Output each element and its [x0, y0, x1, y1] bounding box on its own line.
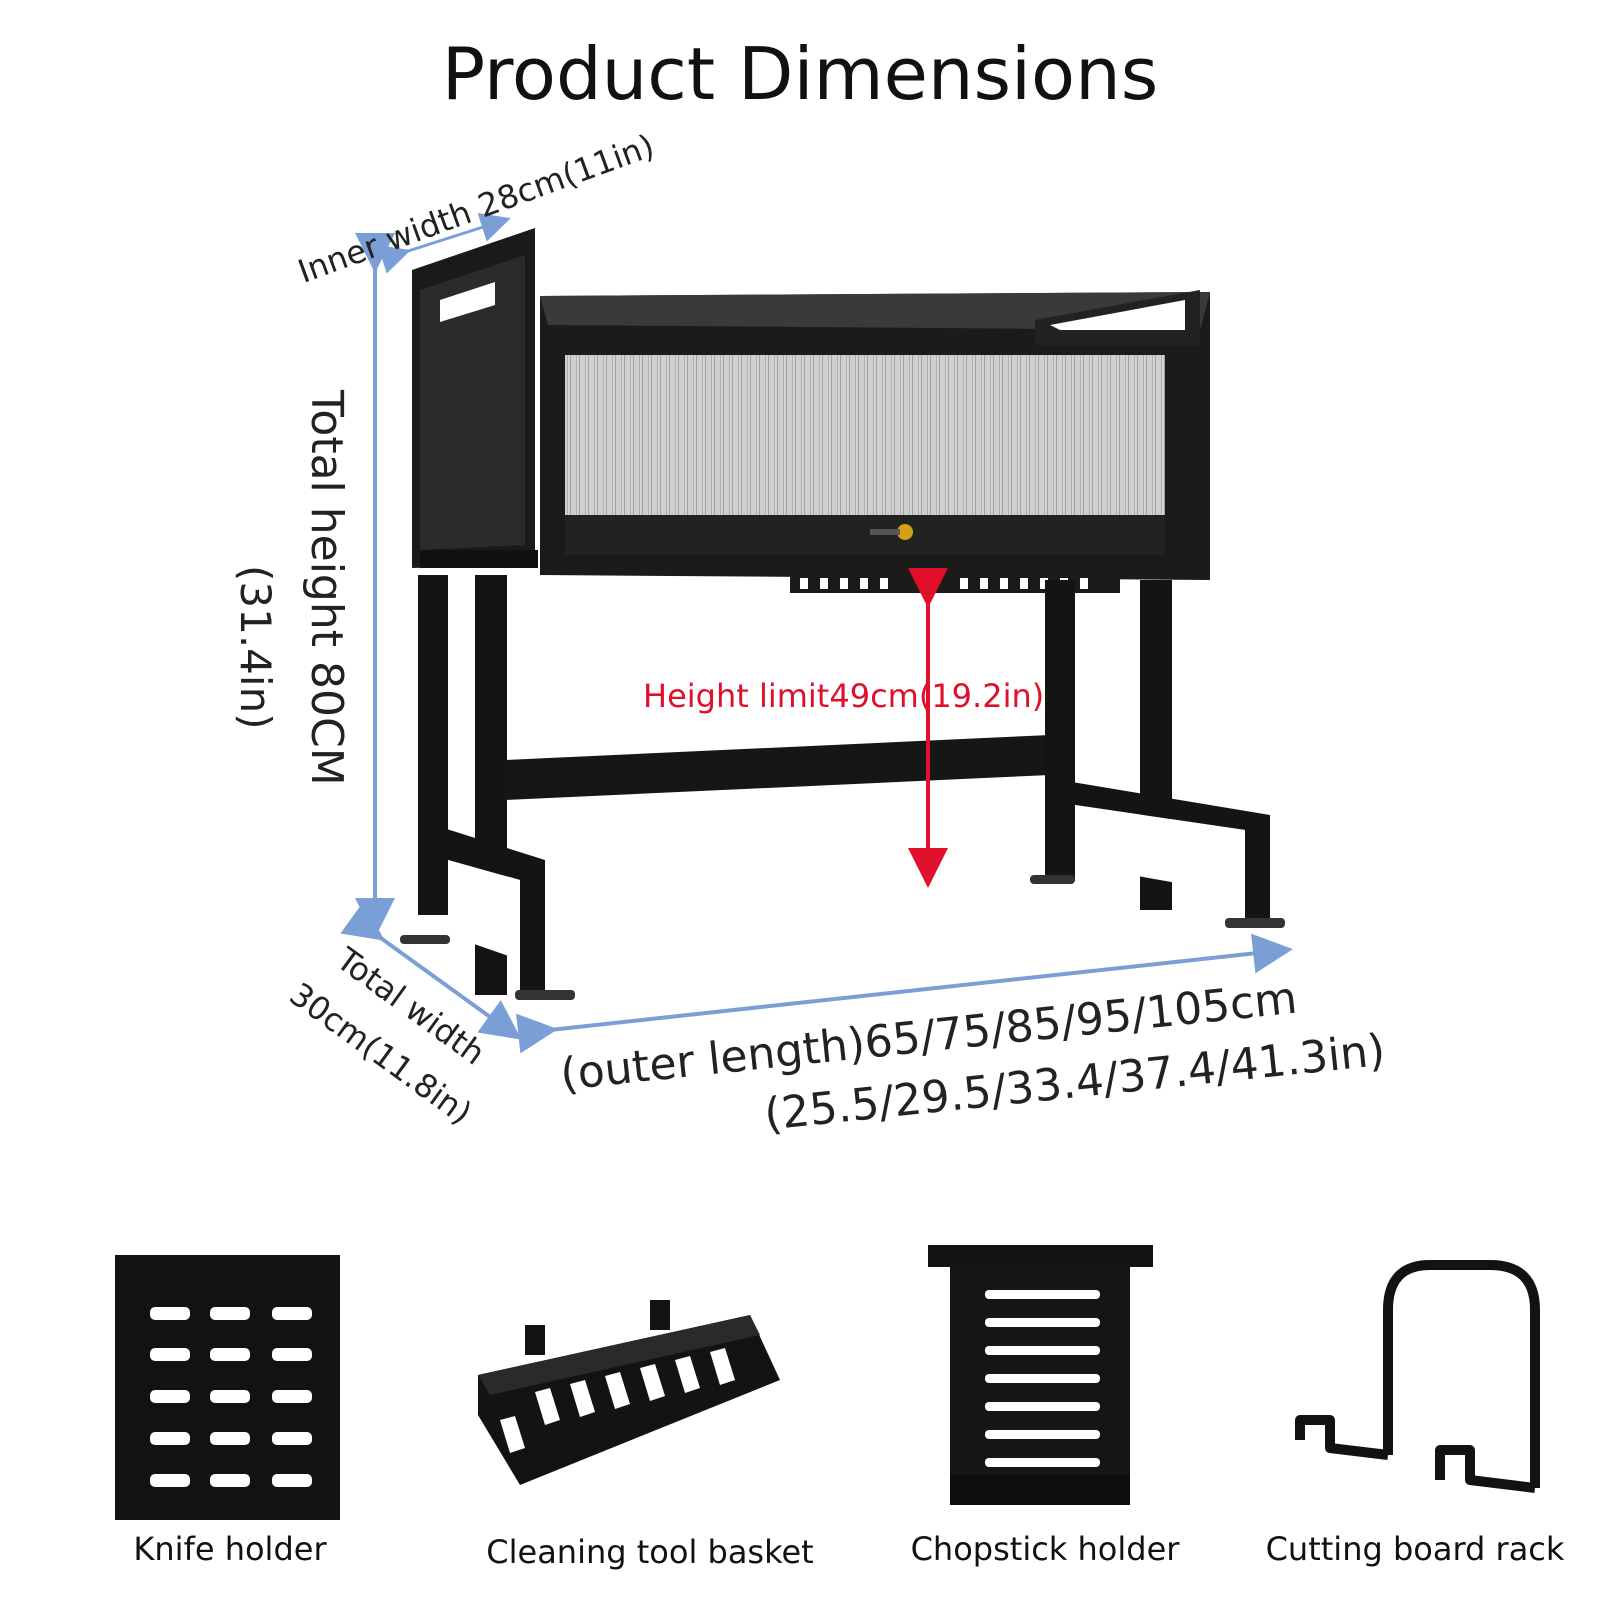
- inner-width-arrow: [377, 213, 511, 274]
- total-width-arrow: [340, 901, 522, 1040]
- chopstick-holder-caption: Chopstick holder: [910, 1530, 1180, 1568]
- knife-holder-caption: Knife holder: [133, 1530, 327, 1568]
- total-height-inches-label: (31.4in): [231, 565, 280, 730]
- total-height-label: Total height 80CM: [301, 390, 352, 786]
- right-legs: [1030, 580, 1285, 928]
- page-title: Product Dimensions: [441, 32, 1159, 116]
- knife-holder-icon: [115, 1255, 340, 1520]
- chopstick-holder-icon: [928, 1245, 1153, 1505]
- cleaning-basket-caption: Cleaning tool basket: [486, 1533, 814, 1571]
- cutting-board-rack-icon: [1295, 1260, 1540, 1493]
- height-limit-label: Height limit49cm(19.2in): [643, 677, 1045, 715]
- cleaning-basket-icon: [478, 1300, 780, 1485]
- cutting-board-rack-caption: Cutting board rack: [1265, 1530, 1565, 1568]
- outer-length-arrow: [516, 933, 1293, 1054]
- left-side-panel: [412, 228, 538, 568]
- top-cabinet: [540, 292, 1210, 580]
